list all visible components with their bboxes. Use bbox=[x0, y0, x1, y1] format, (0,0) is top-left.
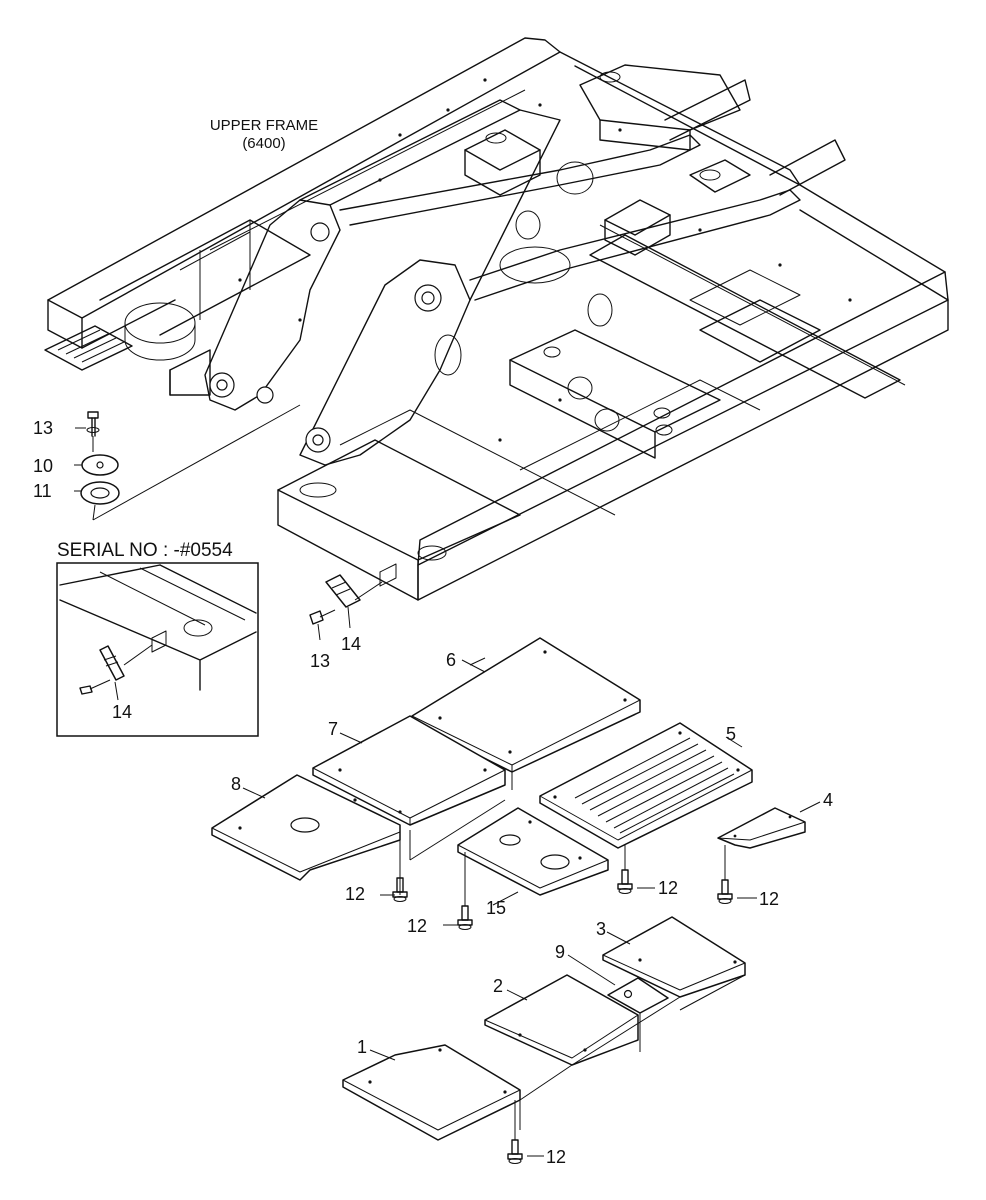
callout-7: 7 bbox=[328, 719, 338, 739]
callout-10: 10 bbox=[33, 456, 53, 476]
callout-15: 15 bbox=[486, 898, 506, 918]
callout-12-c: 12 bbox=[658, 878, 678, 898]
cover-plate-group bbox=[74, 404, 301, 521]
floor-plates bbox=[211, 637, 806, 1141]
callout-12-d: 12 bbox=[759, 889, 779, 909]
callout-13-bottom: 13 bbox=[310, 651, 330, 671]
frame-subtitle: (6400) bbox=[242, 135, 285, 152]
callout-3: 3 bbox=[596, 919, 606, 939]
upper-frame bbox=[44, 37, 949, 601]
callout-13-top: 13 bbox=[33, 418, 53, 438]
frame-plug-group bbox=[309, 574, 383, 641]
callout-leaders bbox=[242, 659, 821, 1157]
callout-1: 1 bbox=[357, 1037, 367, 1057]
bolts-12 bbox=[392, 845, 733, 1164]
callout-5: 5 bbox=[726, 724, 736, 744]
callout-12-a: 12 bbox=[345, 884, 365, 904]
callout-11: 11 bbox=[33, 481, 52, 501]
callout-2: 2 bbox=[493, 976, 503, 996]
callout-14-inset: 14 bbox=[112, 702, 132, 722]
callout-14: 14 bbox=[341, 634, 361, 654]
callout-8: 8 bbox=[231, 774, 241, 794]
serial-label: SERIAL NO : -#0554 bbox=[57, 540, 233, 561]
serial-inset-drawing bbox=[59, 564, 257, 701]
callout-12-e: 12 bbox=[546, 1147, 566, 1167]
frame-title: UPPER FRAME bbox=[210, 117, 318, 134]
callout-6: 6 bbox=[446, 650, 456, 670]
callout-9: 9 bbox=[555, 942, 565, 962]
callout-12-b: 12 bbox=[407, 916, 427, 936]
callout-4: 4 bbox=[823, 790, 833, 810]
